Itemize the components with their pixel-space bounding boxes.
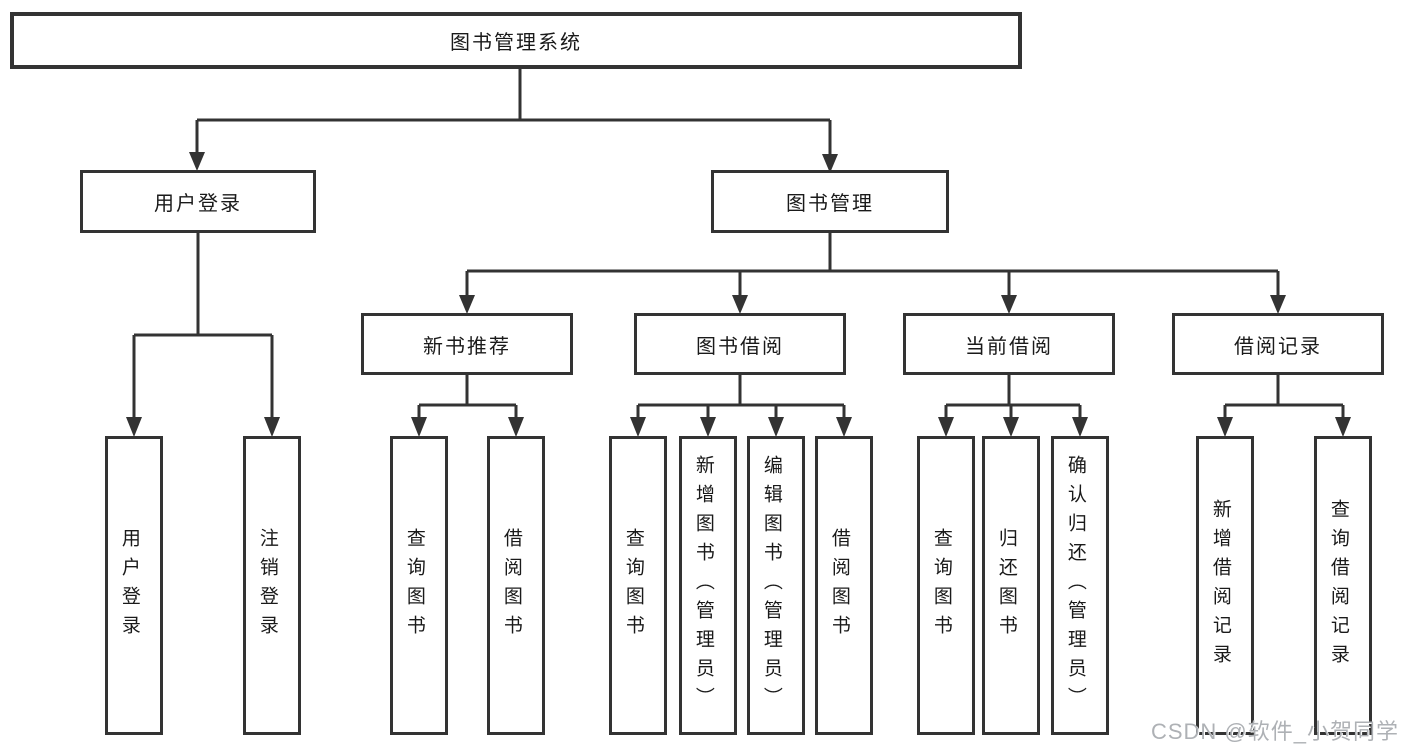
leaf-return-books: 归还图书 — [982, 436, 1040, 735]
leaf-label: 归还图书 — [995, 527, 1017, 644]
leaf-add-borrow-record: 新增借阅记录 — [1196, 436, 1254, 735]
leaf-confirm-return-admin: 确认归还（管理员） — [1051, 436, 1109, 735]
leaf-label: 用户登录 — [118, 527, 140, 644]
leaf-label: 查询图书 — [930, 527, 952, 644]
leaf-query-borrow-record: 查询借阅记录 — [1314, 436, 1372, 735]
leaf-logout: 注销登录 — [243, 436, 301, 735]
leaf-label: 查询借阅记录 — [1327, 498, 1349, 673]
node-user-login: 用户登录 — [80, 170, 316, 233]
node-borrow-records: 借阅记录 — [1172, 313, 1384, 375]
leaf-borrow-books-1: 借阅图书 — [487, 436, 545, 735]
leaf-query-books-2: 查询图书 — [609, 436, 667, 735]
csdn-watermark: CSDN @软件_小贺同学 — [1150, 719, 1399, 744]
leaf-edit-books-admin: 编辑图书（管理员） — [747, 436, 805, 735]
leaf-borrow-books-2: 借阅图书 — [815, 436, 873, 735]
node-new-book-recommend: 新书推荐 — [361, 313, 573, 375]
leaf-label: 查询图书 — [622, 527, 644, 644]
leaf-label: 注销登录 — [256, 527, 278, 644]
leaf-label: 借阅图书 — [828, 527, 850, 644]
leaf-label: 查询图书 — [403, 527, 425, 644]
leaf-label: 借阅图书 — [500, 527, 522, 644]
node-book-borrow: 图书借阅 — [634, 313, 846, 375]
leaf-user-login: 用户登录 — [105, 436, 163, 735]
leaf-query-books-3: 查询图书 — [917, 436, 975, 735]
node-current-borrow: 当前借阅 — [903, 313, 1115, 375]
leaf-label: 确认归还（管理员） — [1064, 455, 1086, 716]
leaf-label: 编辑图书（管理员） — [760, 455, 782, 716]
leaf-label: 新增图书（管理员） — [692, 455, 714, 716]
node-library-system: 图书管理系统 — [10, 12, 1022, 69]
arrowheads — [126, 152, 1351, 437]
leaf-add-books-admin: 新增图书（管理员） — [679, 436, 737, 735]
leaf-label: 新增借阅记录 — [1209, 498, 1231, 673]
node-book-management: 图书管理 — [711, 170, 949, 233]
leaf-query-books-1: 查询图书 — [390, 436, 448, 735]
